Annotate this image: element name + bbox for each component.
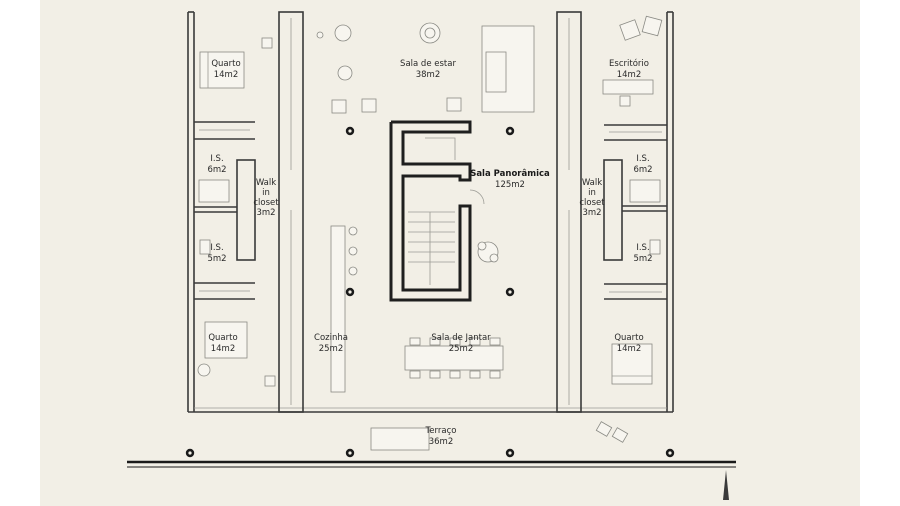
quarto-se-area: 14m2 bbox=[617, 344, 642, 354]
sala-panoramica-area: 125m2 bbox=[495, 180, 525, 190]
walk-w-area: 3m2 bbox=[256, 208, 275, 218]
furniture bbox=[197, 15, 663, 451]
cozinha-name: Cozinha bbox=[314, 333, 348, 343]
quarto-se-name: Quarto bbox=[614, 333, 643, 343]
is-nw-name: I.S. bbox=[210, 154, 223, 164]
quarto-sw-area: 14m2 bbox=[211, 344, 236, 354]
quarto-nw-area: 14m2 bbox=[214, 70, 239, 80]
walk-e-area: 3m2 bbox=[582, 208, 601, 218]
is-se-name: I.S. bbox=[636, 243, 649, 253]
sala-estar-area: 38m2 bbox=[416, 70, 441, 80]
structural-columns bbox=[185, 126, 675, 458]
terraco-area: 36m2 bbox=[429, 437, 454, 447]
is-nw-area: 6m2 bbox=[207, 165, 226, 175]
escritorio-name: Escritório bbox=[609, 58, 649, 69]
is-se-area: 5m2 bbox=[633, 254, 652, 264]
is-sw-area: 5m2 bbox=[207, 254, 226, 264]
terraco-name: Terraço bbox=[425, 426, 457, 436]
walk-e-line1: Walk bbox=[582, 178, 602, 188]
quarto-sw-name: Quarto bbox=[208, 333, 237, 343]
walk-w-line3: closet bbox=[253, 198, 279, 208]
stair-core bbox=[389, 120, 485, 302]
terrace-edge bbox=[127, 460, 736, 500]
walk-w-line1: Walk bbox=[256, 178, 276, 188]
walk-e-line2: in bbox=[588, 188, 596, 198]
room-labels: Quarto 14m2 Sala de estar 38m2 Escritóri… bbox=[207, 58, 652, 447]
partition-walls bbox=[194, 11, 667, 413]
is-sw-name: I.S. bbox=[210, 243, 223, 253]
sala-jantar-area: 25m2 bbox=[449, 344, 474, 354]
floor-plan-canvas bbox=[40, 0, 860, 506]
is-ne-area: 6m2 bbox=[633, 165, 652, 175]
cozinha-area: 25m2 bbox=[319, 344, 344, 354]
sala-jantar-name: Sala de Jantar bbox=[431, 333, 491, 343]
walk-e-line3: closet bbox=[579, 198, 605, 208]
escritorio-area: 14m2 bbox=[617, 70, 642, 80]
quarto-nw-name: Quarto bbox=[211, 59, 240, 69]
sala-panoramica-name: Sala Panorâmica bbox=[470, 169, 550, 179]
is-ne-name: I.S. bbox=[636, 154, 649, 164]
walk-w-line2: in bbox=[262, 188, 270, 198]
sala-estar-name: Sala de estar bbox=[400, 59, 456, 69]
